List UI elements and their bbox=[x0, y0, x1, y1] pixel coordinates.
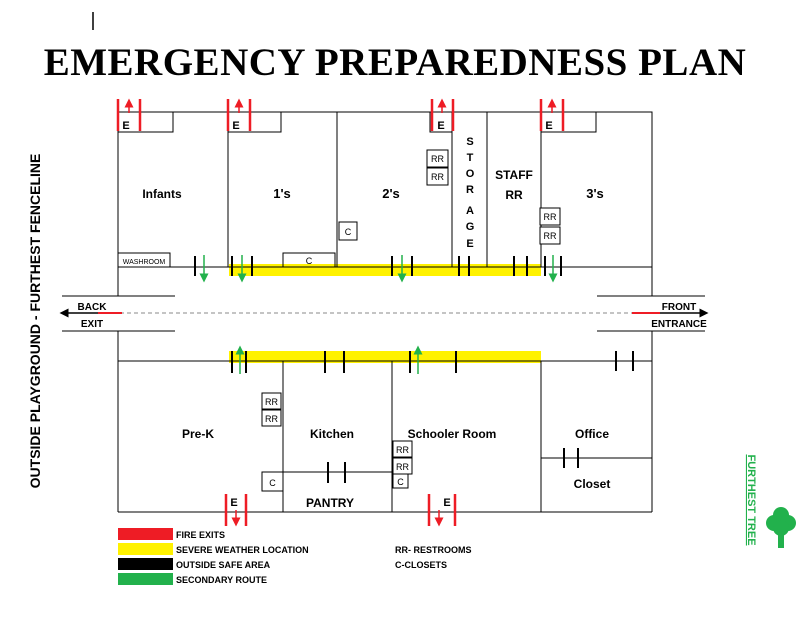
note-closets: C-CLOSETS bbox=[395, 560, 447, 570]
severe-weather-zone-top bbox=[229, 264, 541, 276]
room-pantry: PANTRY bbox=[306, 496, 354, 510]
storage-letter: R bbox=[466, 184, 474, 196]
room-twos: 2's bbox=[382, 186, 400, 201]
room-threes: 3's bbox=[586, 186, 604, 201]
restroom-marker: RR bbox=[544, 231, 557, 241]
marker-boxes-top bbox=[338, 149, 561, 245]
legend-label-secondary: SECONDARY ROUTE bbox=[176, 575, 267, 585]
bottom-wing-walls bbox=[117, 360, 653, 513]
storage-letter: O bbox=[466, 168, 475, 180]
severe-weather-zone-bottom bbox=[229, 351, 541, 363]
storage-letter: A bbox=[466, 205, 474, 217]
corridor-walls bbox=[62, 267, 705, 361]
fire-exits-top: E E E E bbox=[116, 98, 565, 132]
storage-letter: G bbox=[466, 221, 475, 233]
restroom-marker: RR bbox=[396, 445, 409, 455]
closet-marker: C bbox=[269, 478, 276, 488]
room-ones: 1's bbox=[273, 186, 291, 201]
secondary-route-bottom bbox=[235, 345, 423, 374]
room-washroom: WASHROOM bbox=[123, 259, 166, 266]
room-closet: Closet bbox=[574, 477, 611, 491]
storage-letter: T bbox=[467, 152, 474, 164]
room-staff-rr-line1: STAFF bbox=[495, 168, 533, 182]
legend-swatch-secondary bbox=[118, 573, 173, 585]
room-office: Office bbox=[575, 427, 609, 441]
back-label: BACK bbox=[78, 302, 108, 313]
restroom-marker: RR bbox=[544, 212, 557, 222]
legend-swatch-weather bbox=[118, 543, 173, 555]
exit-marker: E bbox=[545, 120, 552, 132]
storage-letter: S bbox=[466, 136, 473, 148]
secondary-route-top bbox=[199, 255, 558, 283]
legend-label-fire: FIRE EXITS bbox=[176, 530, 225, 540]
exit-marker: E bbox=[437, 120, 444, 132]
legend-label-weather: SEVERE WEATHER LOCATION bbox=[176, 545, 309, 555]
front-label: FRONT bbox=[662, 302, 696, 313]
room-kitchen: Kitchen bbox=[310, 427, 354, 441]
fire-exits-bottom: E E bbox=[224, 494, 457, 527]
tree-label: FURTHEST TREE bbox=[745, 454, 757, 545]
exit-marker: E bbox=[232, 120, 239, 132]
legend-label-safe: OUTSIDE SAFE AREA bbox=[176, 560, 271, 570]
room-schooler: Schooler Room bbox=[408, 427, 497, 441]
exit-marker: E bbox=[122, 120, 129, 132]
legend-swatch-safe bbox=[118, 558, 173, 570]
restroom-marker: RR bbox=[431, 172, 444, 182]
restroom-marker: RR bbox=[265, 397, 278, 407]
room-storage: S T O R A G E bbox=[466, 136, 475, 250]
restroom-marker: RR bbox=[396, 462, 409, 472]
closet-marker: C bbox=[397, 477, 404, 487]
room-infants: Infants bbox=[142, 187, 182, 201]
legend: FIRE EXITS SEVERE WEATHER LOCATION OUTSI… bbox=[118, 528, 472, 585]
door-marks-top bbox=[194, 256, 562, 276]
tree-icon bbox=[766, 507, 796, 548]
page-title: EMERGENCY PREPAREDNESS PLAN bbox=[43, 41, 747, 84]
restroom-marker: RR bbox=[265, 414, 278, 424]
room-prek: Pre-K bbox=[182, 427, 214, 441]
side-label: OUTSIDE PLAYGROUND - FURTHEST FENCELINE bbox=[27, 154, 43, 489]
door-marks-bottom bbox=[231, 351, 634, 483]
back-exit-label: EXIT bbox=[81, 319, 103, 330]
front-entrance-label: ENTRANCE bbox=[651, 319, 707, 330]
exit-marker: E bbox=[230, 497, 237, 509]
legend-swatch-fire bbox=[118, 528, 173, 540]
note-restrooms: RR- RESTROOMS bbox=[395, 545, 472, 555]
closet-marker: C bbox=[345, 227, 352, 237]
exit-marker: E bbox=[443, 497, 450, 509]
restroom-marker: RR bbox=[431, 154, 444, 164]
marker-boxes-bottom bbox=[261, 392, 413, 489]
storage-letter: E bbox=[466, 238, 473, 250]
closet-marker: C bbox=[306, 256, 313, 266]
room-staff-rr-line2: RR bbox=[505, 188, 523, 202]
